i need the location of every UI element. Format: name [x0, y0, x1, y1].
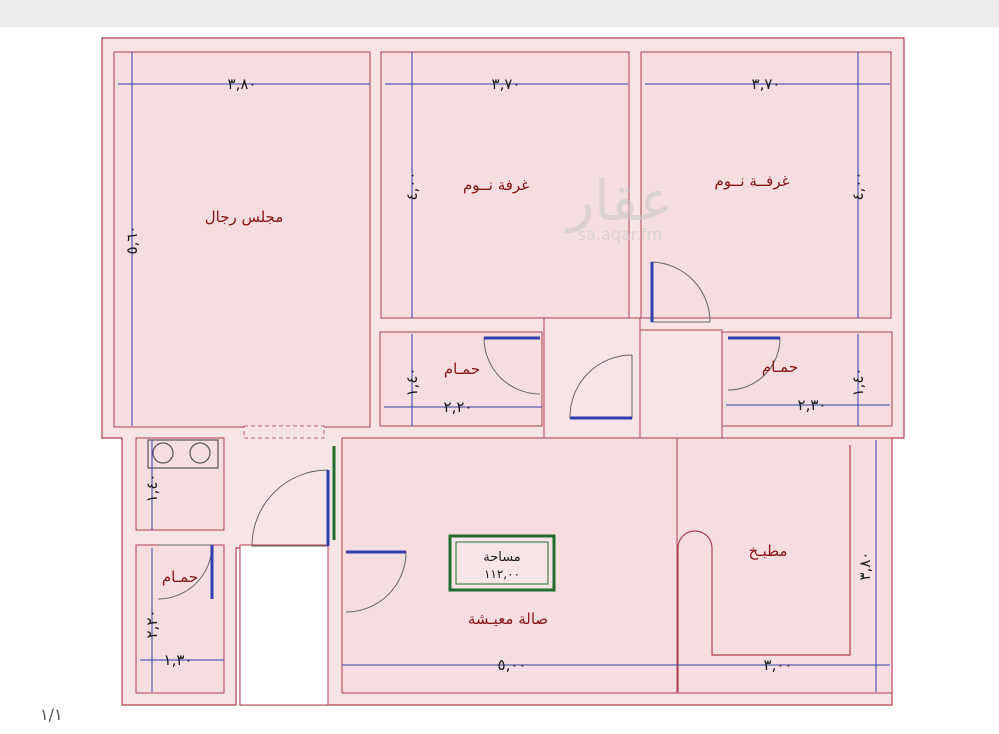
dim-bath-3-width: ١,٣٠	[164, 651, 193, 669]
label-bath-2: حمـام	[762, 358, 798, 376]
label-kitchen: مطبـخ	[749, 542, 788, 560]
room-majlis	[113, 51, 371, 428]
label-bedroom-2: غرفــة نــوم	[715, 172, 790, 190]
dim-kitchen-width: ٣,٠٠	[764, 656, 793, 674]
watermark-url: sa.aqar.fm	[578, 225, 662, 244]
area-label: مساحة	[483, 550, 521, 565]
dim-bath-2-length: ١,٤٠	[849, 368, 867, 397]
label-bath-1: حمـام	[444, 360, 480, 378]
dimension-labels: ٣,٨٠ ٥,٦٠ ٣,٧٠ ٤,٠٠ ٣,٧٠ ٤,٠٠ ٢,٢٠ ١,٤٠ …	[123, 75, 874, 674]
door-laundry	[251, 469, 329, 547]
dimension-lines	[118, 52, 890, 692]
room-labels: مجلس رجال غرفة نــوم غرفــة نــوم حمـام …	[162, 172, 798, 628]
dim-majlis-length: ٥,٦٠	[123, 226, 141, 255]
dim-majlis-width: ٣,٨٠	[228, 75, 257, 93]
door-leaves	[210, 262, 780, 599]
dim-laundry-length: ١,٤٠	[143, 474, 161, 503]
dim-bedroom-2-length: ٤,٠٠	[849, 172, 867, 201]
rooms	[113, 51, 893, 694]
dim-bedroom-1-length: ٤,٠٠	[403, 172, 421, 201]
dim-living-width: ٥,٠٠	[498, 656, 527, 674]
watermark-logo: عقار	[564, 169, 673, 234]
watermark: عقار sa.aqar.fm	[564, 169, 673, 244]
door-bath-1	[483, 337, 541, 395]
room-bedroom-1	[380, 51, 630, 319]
area-box: مساحة ١١٢,٠٠	[448, 534, 556, 592]
dim-bedroom-1-width: ٣,٧٠	[492, 75, 521, 93]
area-value: ١١٢,٠٠	[484, 567, 520, 581]
top-bar	[0, 0, 999, 27]
dim-bath-1-width: ٢,٢٠	[444, 398, 473, 416]
room-bath-3	[135, 544, 225, 694]
label-majlis: مجلس رجال	[205, 208, 284, 226]
doors	[157, 261, 781, 613]
dim-bath-2-width: ٢,٣٠	[798, 396, 827, 414]
label-living: صالة معيـشة	[468, 610, 548, 628]
door-bath-2	[727, 337, 781, 391]
room-bedroom-2	[640, 51, 892, 319]
page-number: ١/١	[40, 705, 63, 724]
dim-bath-3-length: ٢,٢٠	[143, 610, 161, 639]
washing-machine-icon	[147, 439, 219, 469]
room-bath-1	[379, 331, 543, 427]
kitchen-counter	[677, 445, 851, 692]
room-kitchen	[676, 437, 893, 694]
door-bedroom-2	[651, 261, 711, 323]
dim-bath-1-length: ١,٤٠	[403, 368, 421, 397]
dim-bedroom-2-width: ٣,٧٠	[752, 75, 781, 93]
label-bath-3: حمـام	[162, 568, 198, 586]
room-bath-2	[721, 331, 893, 427]
door-living	[345, 551, 407, 613]
label-bedroom-1: غرفة نــوم	[463, 176, 529, 194]
room-laundry	[135, 437, 225, 531]
dim-kitchen-length: ٣,٨٠	[856, 552, 874, 581]
